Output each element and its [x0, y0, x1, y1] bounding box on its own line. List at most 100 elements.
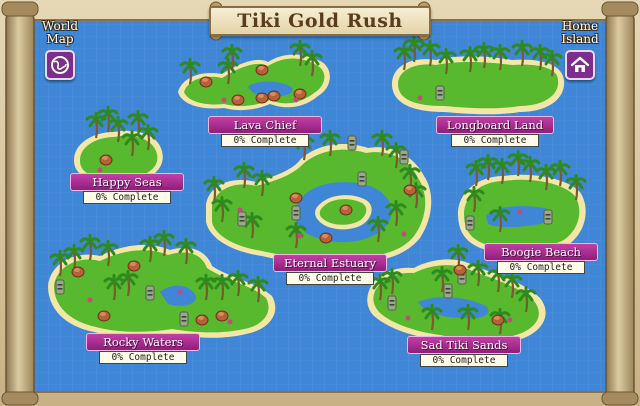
palm-tree-icon	[137, 123, 159, 151]
island-name: Happy Seas	[70, 173, 184, 191]
palm-tree-icon	[211, 273, 233, 301]
palm-tree-icon	[463, 185, 485, 213]
palm-tree-icon	[501, 271, 523, 299]
hut-icon	[403, 184, 417, 196]
left-scroll-roll	[1, 1, 39, 406]
palm-tree-icon	[491, 157, 513, 185]
palm-tree-icon	[153, 229, 175, 257]
page-title: Tiki Gold Rush	[209, 6, 431, 36]
house-icon[interactable]	[565, 50, 595, 80]
flower-icon	[237, 207, 243, 213]
island-label-happy-seas[interactable]: Happy Seas 0% Complete	[67, 171, 187, 204]
home-island-label-line2: Island	[561, 32, 599, 46]
island-lava-chief[interactable]	[178, 54, 330, 111]
tiki-statue-icon	[399, 149, 409, 165]
palm-tree-icon	[217, 57, 239, 85]
hut-icon	[215, 310, 229, 322]
palm-tree-icon	[511, 39, 533, 67]
hut-icon	[267, 90, 281, 102]
tiki-statue-icon	[357, 171, 367, 187]
island-longboard-land[interactable]	[392, 56, 565, 115]
palm-tree-icon	[385, 199, 407, 227]
island-props	[49, 35, 587, 335]
hut-icon	[195, 314, 209, 326]
island-progress: 0% Complete	[221, 134, 309, 147]
flower-icon	[417, 95, 423, 101]
tiki-statue-icon	[55, 279, 65, 295]
island-name: Rocky Waters	[86, 333, 200, 351]
world-map-button[interactable]: World Map	[28, 20, 92, 80]
globe-icon[interactable]	[45, 50, 75, 80]
island-label-rocky-waters[interactable]: Rocky Waters 0% Complete	[83, 331, 203, 364]
hut-icon	[453, 264, 467, 276]
tiki-statue-icon	[291, 205, 301, 221]
palm-tree-icon	[419, 39, 441, 67]
home-island-button[interactable]: Home Island	[548, 20, 612, 80]
island-label-sad-tiki-sands[interactable]: Sad Tiki Sands 0% Complete	[404, 334, 524, 367]
palm-tree-icon	[103, 273, 125, 301]
island-boogie-beach[interactable]	[458, 174, 586, 255]
palm-tree-icon	[529, 43, 551, 71]
island-progress: 0% Complete	[99, 351, 187, 364]
island-label-lava-chief[interactable]: Lava Chief 0% Complete	[205, 114, 325, 147]
palm-tree-icon	[233, 161, 255, 189]
flower-icon	[227, 319, 233, 325]
palm-tree-icon	[541, 49, 563, 77]
flower-icon	[293, 97, 299, 103]
palm-tree-icon	[117, 269, 139, 297]
island-name: Eternal Estuary	[272, 254, 388, 272]
tiki-statue-icon	[435, 85, 445, 101]
island-name: Longboard Land	[435, 116, 555, 134]
palm-tree-icon	[85, 111, 107, 139]
palm-tree-icon	[97, 105, 119, 133]
palm-tree-icon	[195, 273, 217, 301]
flower-icon	[177, 289, 183, 295]
tiki-statue-icon	[179, 311, 189, 327]
flower-icon	[517, 209, 523, 215]
palm-tree-icon	[301, 49, 323, 77]
palm-tree-icon	[371, 129, 393, 157]
tiki-statue-icon	[347, 135, 357, 151]
hut-icon	[491, 314, 505, 326]
palm-tree-icon	[179, 57, 201, 85]
palm-tree-icon	[251, 169, 273, 197]
title-banner: Tiki Gold Rush	[0, 6, 640, 36]
hut-icon	[231, 94, 245, 106]
palm-tree-icon	[431, 265, 453, 293]
island-label-boogie-beach[interactable]: Boogie Beach 0% Complete	[481, 241, 601, 274]
island-progress: 0% Complete	[451, 134, 539, 147]
tiki-statue-icon	[237, 211, 247, 227]
palm-tree-icon	[515, 285, 537, 313]
palm-tree-icon	[121, 129, 143, 157]
island-name: Lava Chief	[208, 116, 322, 134]
palm-tree-icon	[403, 35, 425, 63]
island-name: Boogie Beach	[484, 243, 598, 261]
hut-icon	[289, 192, 303, 204]
island-progress: 0% Complete	[420, 354, 508, 367]
palm-tree-icon	[519, 155, 541, 183]
palm-tree-icon	[139, 235, 161, 263]
island-label-longboard-land[interactable]: Longboard Land 0% Complete	[435, 114, 555, 147]
flower-icon	[401, 231, 407, 237]
palm-tree-icon	[285, 221, 307, 249]
palm-tree-icon	[221, 43, 243, 71]
hut-icon	[99, 154, 113, 166]
hut-icon	[293, 88, 307, 100]
palm-tree-icon	[97, 239, 119, 267]
hut-icon	[127, 260, 141, 272]
island-label-eternal-estuary[interactable]: Eternal Estuary 0% Complete	[270, 252, 390, 285]
palm-tree-icon	[63, 243, 85, 271]
palm-tree-icon	[507, 149, 529, 177]
island-progress: 0% Complete	[497, 261, 585, 274]
flower-icon	[507, 317, 513, 323]
palm-tree-icon	[211, 195, 233, 223]
palm-tree-icon	[549, 159, 571, 187]
palm-tree-icon	[385, 141, 407, 169]
palm-tree-icon	[79, 233, 101, 261]
flower-icon	[97, 167, 103, 173]
island-name: Sad Tiki Sands	[407, 336, 521, 354]
palm-tree-icon	[467, 259, 489, 287]
hut-icon	[255, 64, 269, 76]
